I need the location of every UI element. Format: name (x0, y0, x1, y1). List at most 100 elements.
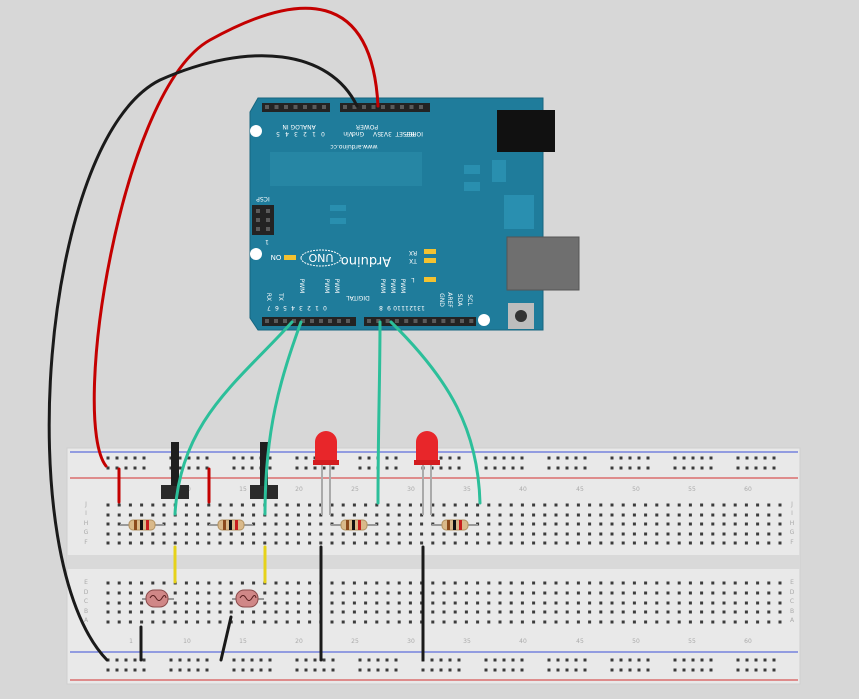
column-number-25-bottom: 25 (351, 638, 359, 645)
breadboard-hole (554, 620, 558, 624)
breadboard-hole (744, 620, 748, 624)
breadboard-hole (509, 541, 513, 545)
digital-low-header-pin (265, 319, 269, 323)
column-number-55: 55 (688, 486, 696, 493)
rail-hole (448, 658, 452, 662)
breadboard-hole (532, 601, 536, 605)
breadboard-hole (386, 591, 390, 595)
rail-hole (394, 456, 398, 460)
breadboard-hole (655, 581, 659, 585)
column-number-50-bottom: 50 (632, 638, 640, 645)
breadboard-hole (408, 503, 412, 507)
rail-hole (187, 466, 191, 470)
breadboard-hole (173, 522, 177, 526)
breadboard-hole (554, 610, 558, 614)
l-led (424, 277, 436, 282)
power-header-pin (362, 105, 366, 109)
breadboard-hole (229, 601, 233, 605)
breadboard-hole (151, 541, 155, 545)
breadboard-hole (632, 503, 636, 507)
breadboard-hole (162, 610, 166, 614)
breadboard-hole (621, 541, 625, 545)
breadboard-hole (554, 581, 558, 585)
rail-hole (142, 658, 146, 662)
rail-hole (619, 456, 623, 460)
breadboard-hole (218, 591, 222, 595)
breadboard-hole (532, 620, 536, 624)
breadboard-hole (722, 581, 726, 585)
rail-hole (646, 668, 650, 672)
rail-hole (628, 466, 632, 470)
row-letter-a-right: A (790, 617, 795, 624)
rail-hole (565, 658, 569, 662)
rail-hole (304, 466, 308, 470)
rail-hole (610, 668, 614, 672)
led-1 (313, 431, 339, 515)
breadboard-hole (184, 591, 188, 595)
rail-hole (106, 668, 110, 672)
rail-hole (358, 466, 362, 470)
rail-hole (547, 668, 551, 672)
breadboard-hole (599, 620, 603, 624)
breadboard-hole (106, 591, 110, 595)
breadboard-hole (632, 532, 636, 536)
breadboard-hole (688, 522, 692, 526)
rail-hole (448, 456, 452, 460)
breadboard-hole (375, 532, 379, 536)
breadboard-hole (140, 541, 144, 545)
breadboard-hole (487, 620, 491, 624)
rail-hole (574, 668, 578, 672)
wire-green-pin9 (376, 320, 382, 505)
breadboard-hole (688, 610, 692, 614)
breadboard-hole (431, 503, 435, 507)
breadboard-hole (196, 541, 200, 545)
breadboard-hole (644, 610, 648, 614)
breadboard-hole (117, 591, 121, 595)
breadboard-hole (588, 541, 592, 545)
breadboard-hole (263, 620, 267, 624)
rail-hole (619, 658, 623, 662)
rail-hole (700, 658, 704, 662)
breadboard-hole (386, 541, 390, 545)
analog-in-label: ANALOG IN (282, 123, 315, 130)
breadboard-hole (117, 581, 121, 585)
breadboard-hole (464, 581, 468, 585)
rail-hole (394, 466, 398, 470)
breadboard-hole (688, 620, 692, 624)
breadboard-hole (364, 503, 368, 507)
breadboard-hole (543, 522, 547, 526)
breadboard-hole (341, 601, 345, 605)
rail-hole (484, 456, 488, 460)
rail-hole (574, 456, 578, 460)
wire-black-gnd (47, 54, 359, 662)
breadboard-hole (106, 610, 110, 614)
column-number-15: 15 (239, 486, 247, 493)
breadboard-hole (498, 513, 502, 517)
icsp-pin (266, 209, 270, 213)
breadboard-hole (386, 581, 390, 585)
analog-header-pin (284, 105, 288, 109)
breadboard-hole (196, 513, 200, 517)
breadboard-hole (196, 591, 200, 595)
breadboard-hole (621, 532, 625, 536)
breadboard-hole (128, 620, 132, 624)
breadboard-hole (554, 503, 558, 507)
photoresistor-1 (142, 589, 174, 608)
breadboard-hole (666, 581, 670, 585)
usb-port (506, 236, 580, 291)
breadboard-hole (106, 513, 110, 517)
rail-hole (331, 668, 335, 672)
breadboard-hole (498, 601, 502, 605)
breadboard-hole (677, 522, 681, 526)
row-letter-j: J (84, 501, 87, 508)
rail-hole (637, 456, 641, 460)
breadboard-hole (352, 620, 356, 624)
breadboard-hole (498, 620, 502, 624)
breadboard-hole (274, 541, 278, 545)
analog-header-pin (293, 105, 298, 109)
digital-high-header-pin (376, 319, 381, 323)
breadboard-hole (196, 610, 200, 614)
breadboard-hole (240, 513, 244, 517)
rail-hole (700, 456, 704, 460)
breadboard-hole (229, 532, 233, 536)
